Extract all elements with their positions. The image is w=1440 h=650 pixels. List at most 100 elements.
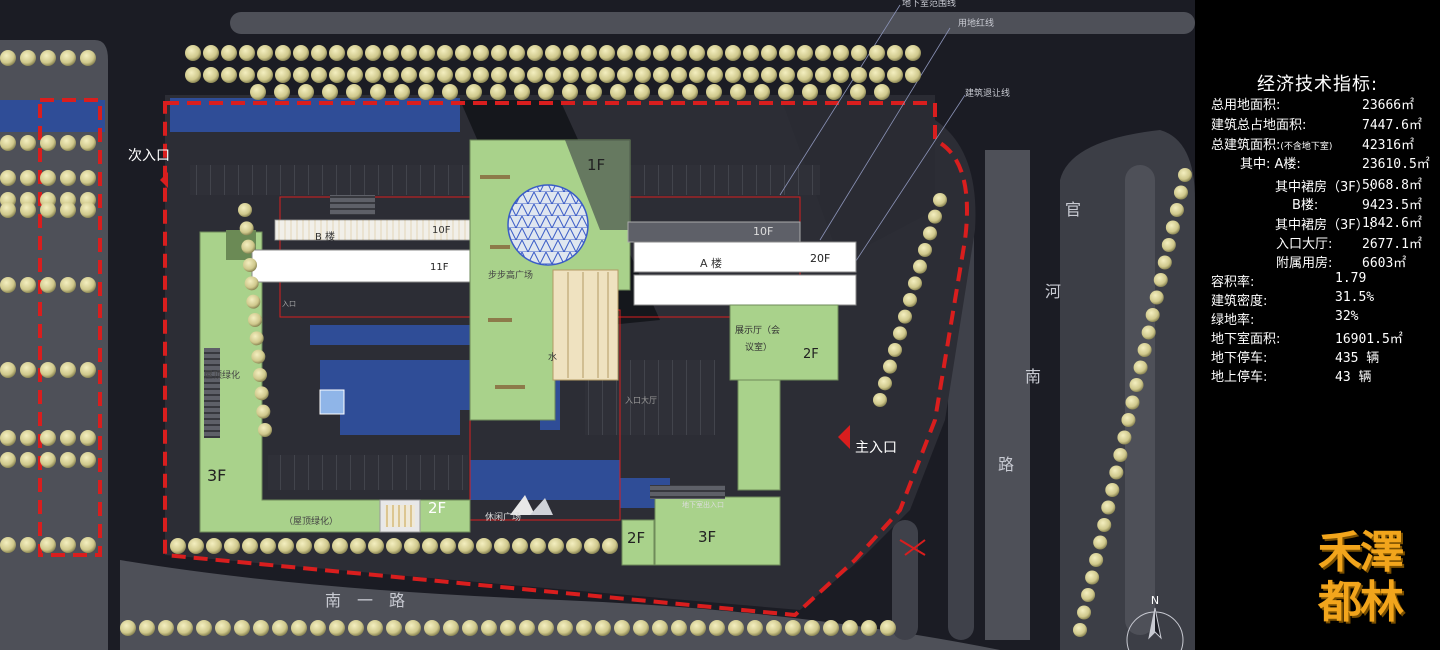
tree [1117, 430, 1132, 445]
label-2f-small: 2F [627, 529, 645, 547]
tree [422, 538, 438, 554]
tree [1125, 395, 1140, 410]
tree [20, 452, 36, 468]
tree [0, 430, 16, 446]
tree [1161, 238, 1176, 252]
tree [1165, 220, 1180, 235]
metric-label-green: 绿地率: [1211, 313, 1255, 328]
tree [291, 620, 307, 636]
tree [455, 67, 471, 83]
tree [258, 423, 272, 437]
tree [437, 45, 453, 61]
water-west [0, 100, 105, 132]
tree [707, 67, 723, 83]
tree [728, 620, 744, 636]
tree [747, 620, 763, 636]
metrics-title: 经济技术指标: [1256, 74, 1379, 95]
tree [671, 620, 687, 636]
tree [1157, 255, 1172, 270]
tree [548, 538, 564, 554]
tree [20, 170, 36, 186]
tree [635, 45, 651, 61]
label-roof-green-left: 屋顶绿化 [204, 369, 240, 381]
tree [466, 84, 482, 100]
label-water: 水 [548, 351, 557, 363]
building-a-tower-lower [633, 274, 857, 306]
tree [527, 45, 543, 61]
tree [120, 620, 136, 636]
tree [40, 362, 56, 378]
label-1f: 1F [587, 156, 605, 174]
label-2f-hall: 2F [803, 347, 819, 362]
tree [60, 50, 76, 66]
label-east-road-4: 路 [998, 455, 1014, 474]
plaza-bench-4 [495, 385, 525, 389]
metric-value-b: 9423.5㎡ [1362, 198, 1422, 213]
tree [0, 537, 16, 553]
label-main-entrance: 主入口 [855, 440, 897, 456]
tree [873, 393, 887, 407]
tree [80, 362, 96, 378]
metric-value-a-podium: 5068.8㎡ [1362, 178, 1422, 193]
tree [0, 50, 16, 66]
tree [254, 386, 269, 401]
tree [221, 45, 237, 61]
tree [314, 538, 330, 554]
tree [80, 50, 96, 66]
tree [249, 331, 264, 346]
tree [20, 362, 36, 378]
plaza-bench-3 [488, 318, 512, 322]
metric-value-gfa: 42316㎡ [1362, 138, 1415, 153]
tree [370, 84, 386, 100]
tree [350, 538, 366, 554]
tree [491, 45, 507, 61]
tree [913, 259, 927, 274]
tree [257, 67, 273, 83]
tree [20, 537, 36, 553]
tree [347, 45, 363, 61]
building-b-tower [251, 249, 475, 283]
tree [347, 67, 363, 83]
tree [538, 620, 554, 636]
tree [851, 45, 867, 61]
building-2f-small [621, 519, 655, 566]
label-south-road: 南 一 路 [325, 591, 405, 610]
tree [346, 84, 362, 100]
label-b-10f: 10F [432, 225, 451, 236]
sculpture-1 [510, 495, 535, 515]
tree [602, 538, 618, 554]
leader-line-basement [779, 4, 901, 196]
tree [586, 84, 602, 100]
tree [815, 67, 831, 83]
tree [1137, 343, 1152, 357]
road-east-1 [985, 150, 1030, 640]
tree [581, 45, 597, 61]
tree [40, 277, 56, 293]
buildings [199, 139, 857, 566]
tree [242, 538, 258, 554]
tree [365, 67, 381, 83]
metric-label-gfa-text: 总建筑面积: [1211, 138, 1281, 153]
brand-logo: 禾澤 都林 [1318, 528, 1428, 628]
tree [509, 45, 525, 61]
tree [257, 45, 273, 61]
tree [562, 84, 578, 100]
tree [367, 620, 383, 636]
tree [1169, 203, 1184, 217]
tree [761, 67, 777, 83]
tree [383, 67, 399, 83]
tree [878, 376, 892, 391]
tree [40, 170, 56, 186]
entrance-steps [552, 269, 619, 381]
road-north [230, 12, 1195, 34]
tree [418, 84, 434, 100]
tree [243, 258, 257, 272]
tree [80, 430, 96, 446]
tree [557, 620, 573, 636]
tree [0, 135, 16, 151]
road-east-3 [1125, 165, 1155, 635]
tree [185, 45, 201, 61]
tree [275, 45, 291, 61]
tree [779, 45, 795, 61]
plaza-bench-1 [480, 175, 510, 179]
